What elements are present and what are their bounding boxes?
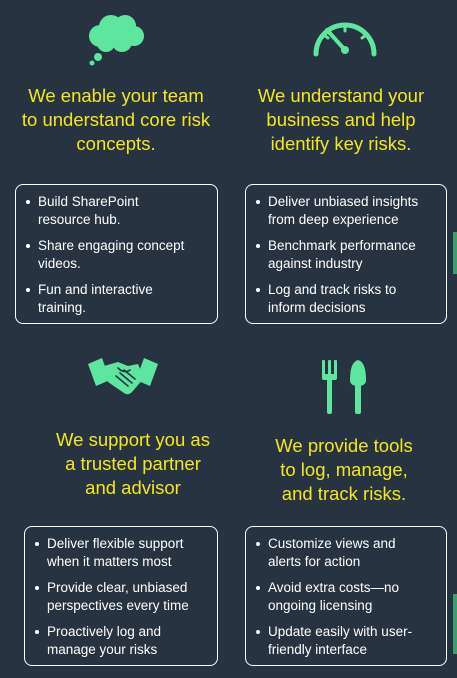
speedometer-icon — [313, 22, 377, 57]
bullet-item: Proactively log and manage your risks — [33, 623, 209, 659]
quadrant-heading: We support you as a trusted partner and … — [56, 429, 210, 498]
quadrant-heading: We provide tools to log, manage, and tra… — [275, 435, 413, 504]
bullet-card: Build SharePoint resource hub. Share eng… — [15, 184, 218, 324]
thought-cloud-icon — [89, 15, 144, 66]
edge-accent-bar — [453, 594, 457, 654]
bullet-item: Avoid extra costs—no ongoing licensing — [254, 579, 438, 615]
handshake-icon — [88, 358, 158, 395]
bullet-item: Provide clear, unbiased perspectives eve… — [33, 579, 209, 615]
bullet-card: Deliver flexible support when it matters… — [24, 526, 218, 666]
bullet-item: Benchmark performance against industry — [254, 237, 438, 273]
edge-accent-bar — [453, 232, 457, 274]
bullet-item: Customize views and alerts for action — [254, 535, 438, 571]
bullet-item: Deliver flexible support when it matters… — [33, 535, 209, 571]
bullet-card: Customize views and alerts for action Av… — [245, 526, 447, 666]
bullet-item: Build SharePoint resource hub. — [24, 193, 209, 229]
bullet-card: Deliver unbiased insights from deep expe… — [245, 184, 447, 324]
bullet-item: Deliver unbiased insights from deep expe… — [254, 193, 438, 229]
bullet-item: Fun and interactive training. — [24, 281, 209, 317]
bullet-item: Share engaging concept videos. — [24, 237, 209, 273]
bullet-item: Update easily with user- friendly interf… — [254, 623, 438, 659]
quadrant-heading: We enable your team to understand core r… — [21, 85, 211, 154]
quadrant-heading: We understand your business and help ide… — [257, 85, 425, 154]
fork-and-trowel-icon — [322, 360, 366, 414]
bullet-item: Log and track risks to inform decisions — [254, 281, 438, 317]
